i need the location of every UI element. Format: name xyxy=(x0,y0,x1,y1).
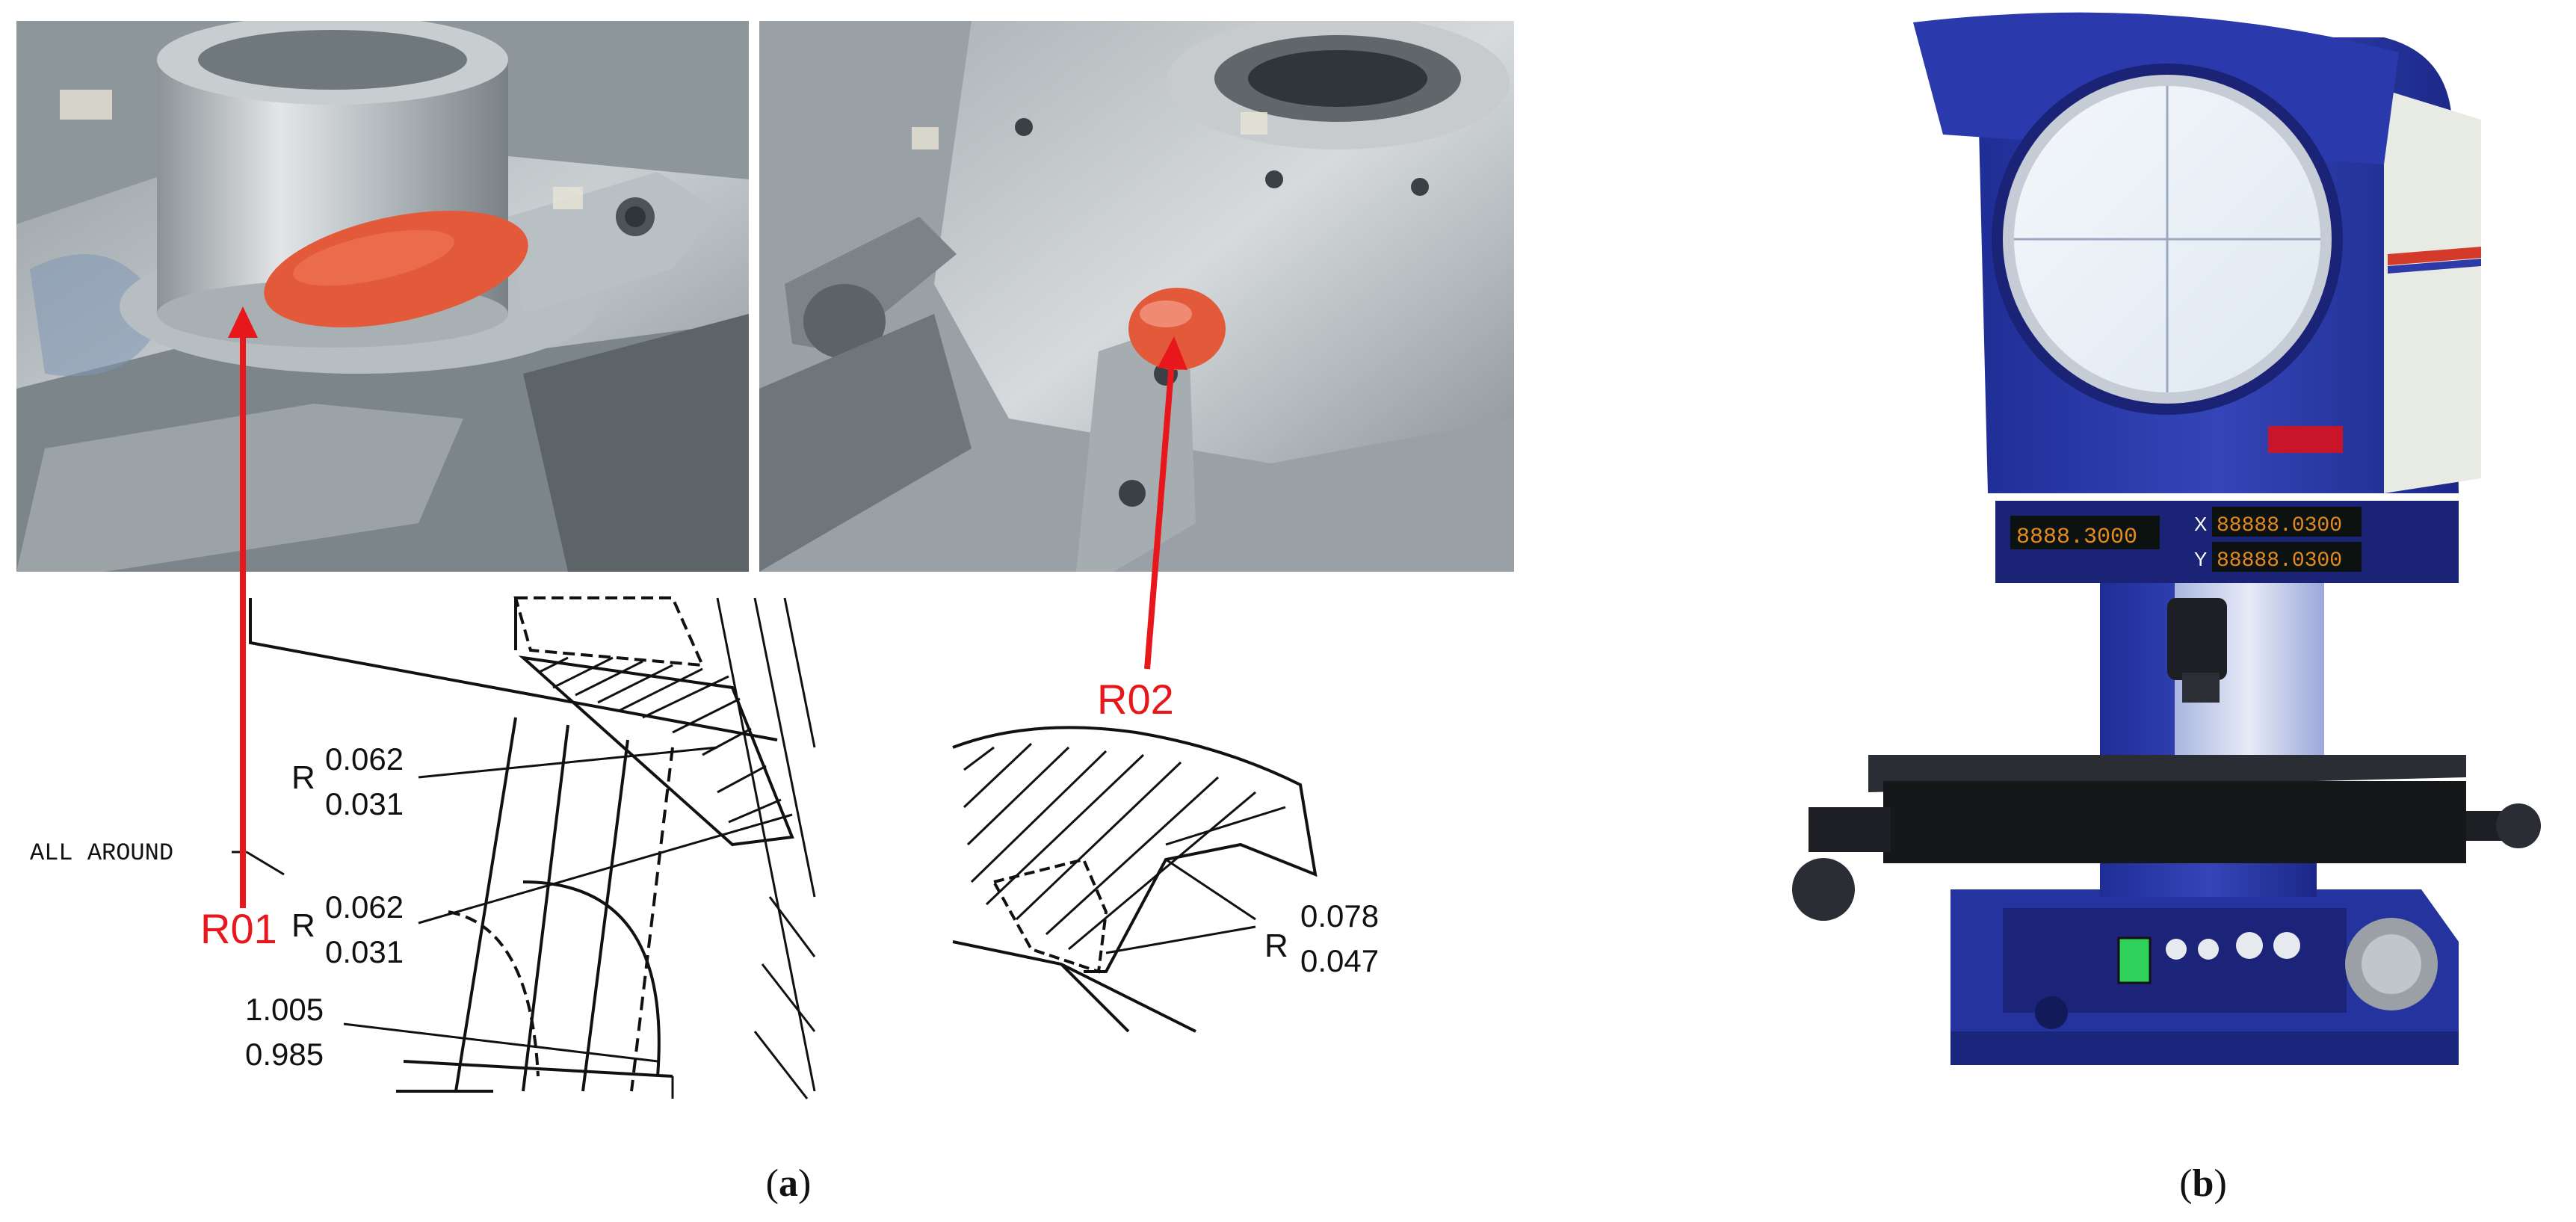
leader-lines-left xyxy=(232,746,793,1099)
dro-x-prefix: X xyxy=(2194,513,2207,535)
arrow-r02 xyxy=(1144,336,1187,670)
drawing-right xyxy=(952,726,1318,1033)
dro-left-readout: 8888.3000 xyxy=(2016,525,2137,550)
dro-x-readout: 88888.0300 xyxy=(2217,514,2342,537)
dim2-top: 0.062 xyxy=(325,889,404,925)
arrow-r01 xyxy=(228,306,258,908)
dim3-bottom: 0.985 xyxy=(245,1037,324,1072)
dim4-top: 0.078 xyxy=(1300,898,1379,934)
dim3-top: 1.005 xyxy=(245,992,324,1027)
caption-b-open: ( xyxy=(2179,1162,2192,1205)
caption-b-close: ) xyxy=(2214,1162,2226,1205)
label-r01: R01 xyxy=(200,905,277,952)
caption-b: (b) xyxy=(2179,1162,2227,1205)
caption-a-open: ( xyxy=(766,1162,779,1205)
photo-right xyxy=(759,21,1514,572)
dim4-bottom: 0.047 xyxy=(1300,943,1379,978)
dro-y-readout: 88888.0300 xyxy=(2217,549,2342,573)
dim2-prefix: R xyxy=(291,907,315,944)
caption-a: (a) xyxy=(766,1162,812,1205)
leader-lines-right xyxy=(1105,858,1256,954)
dim2-bottom: 0.031 xyxy=(325,934,404,969)
dim1-bottom: 0.031 xyxy=(325,786,404,821)
photo-left xyxy=(16,21,749,572)
dim1-top: 0.062 xyxy=(325,741,404,777)
drawing-left xyxy=(249,596,816,1099)
dim4-prefix: R xyxy=(1264,928,1288,964)
profile-projector xyxy=(1792,12,2541,1065)
dim1-prefix: R xyxy=(291,759,315,796)
all-around-text: ALL AROUND xyxy=(30,839,173,867)
caption-b-letter: b xyxy=(2193,1162,2214,1205)
caption-a-letter: a xyxy=(779,1162,798,1205)
label-r02: R02 xyxy=(1097,676,1174,723)
caption-a-close: ) xyxy=(798,1162,811,1205)
dro-y-prefix: Y xyxy=(2194,548,2207,570)
